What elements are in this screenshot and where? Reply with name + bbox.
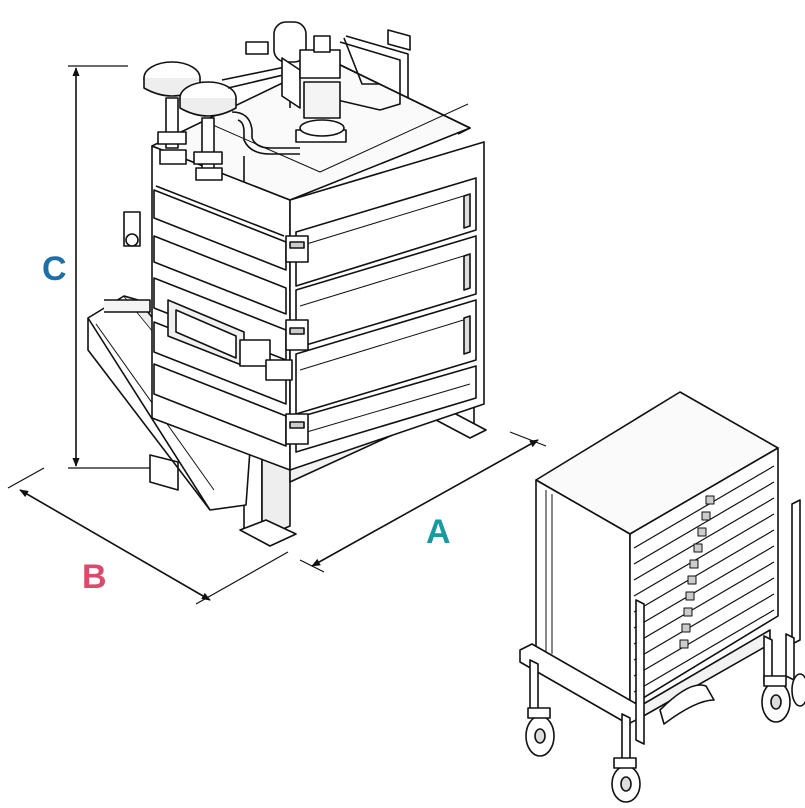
dimension-label-b: B — [82, 558, 107, 596]
trolley-cabinet — [520, 392, 805, 802]
door-hinges — [286, 236, 308, 444]
valve-left — [144, 62, 200, 164]
valve-right — [180, 82, 236, 180]
side-fittings — [124, 156, 292, 380]
dimension-c — [68, 66, 160, 468]
trolley-front — [630, 448, 778, 706]
dimension-a — [300, 432, 546, 572]
trolley-handles — [680, 496, 714, 648]
trolley-drawers — [634, 466, 774, 692]
dimension-label-c: C — [42, 250, 67, 288]
dimension-label-a: A — [426, 513, 451, 551]
main-machine — [88, 22, 486, 546]
dimension-b — [8, 468, 288, 604]
actuator-unit — [246, 22, 410, 142]
trolley-wheels — [526, 674, 805, 802]
right-doors — [296, 178, 476, 452]
